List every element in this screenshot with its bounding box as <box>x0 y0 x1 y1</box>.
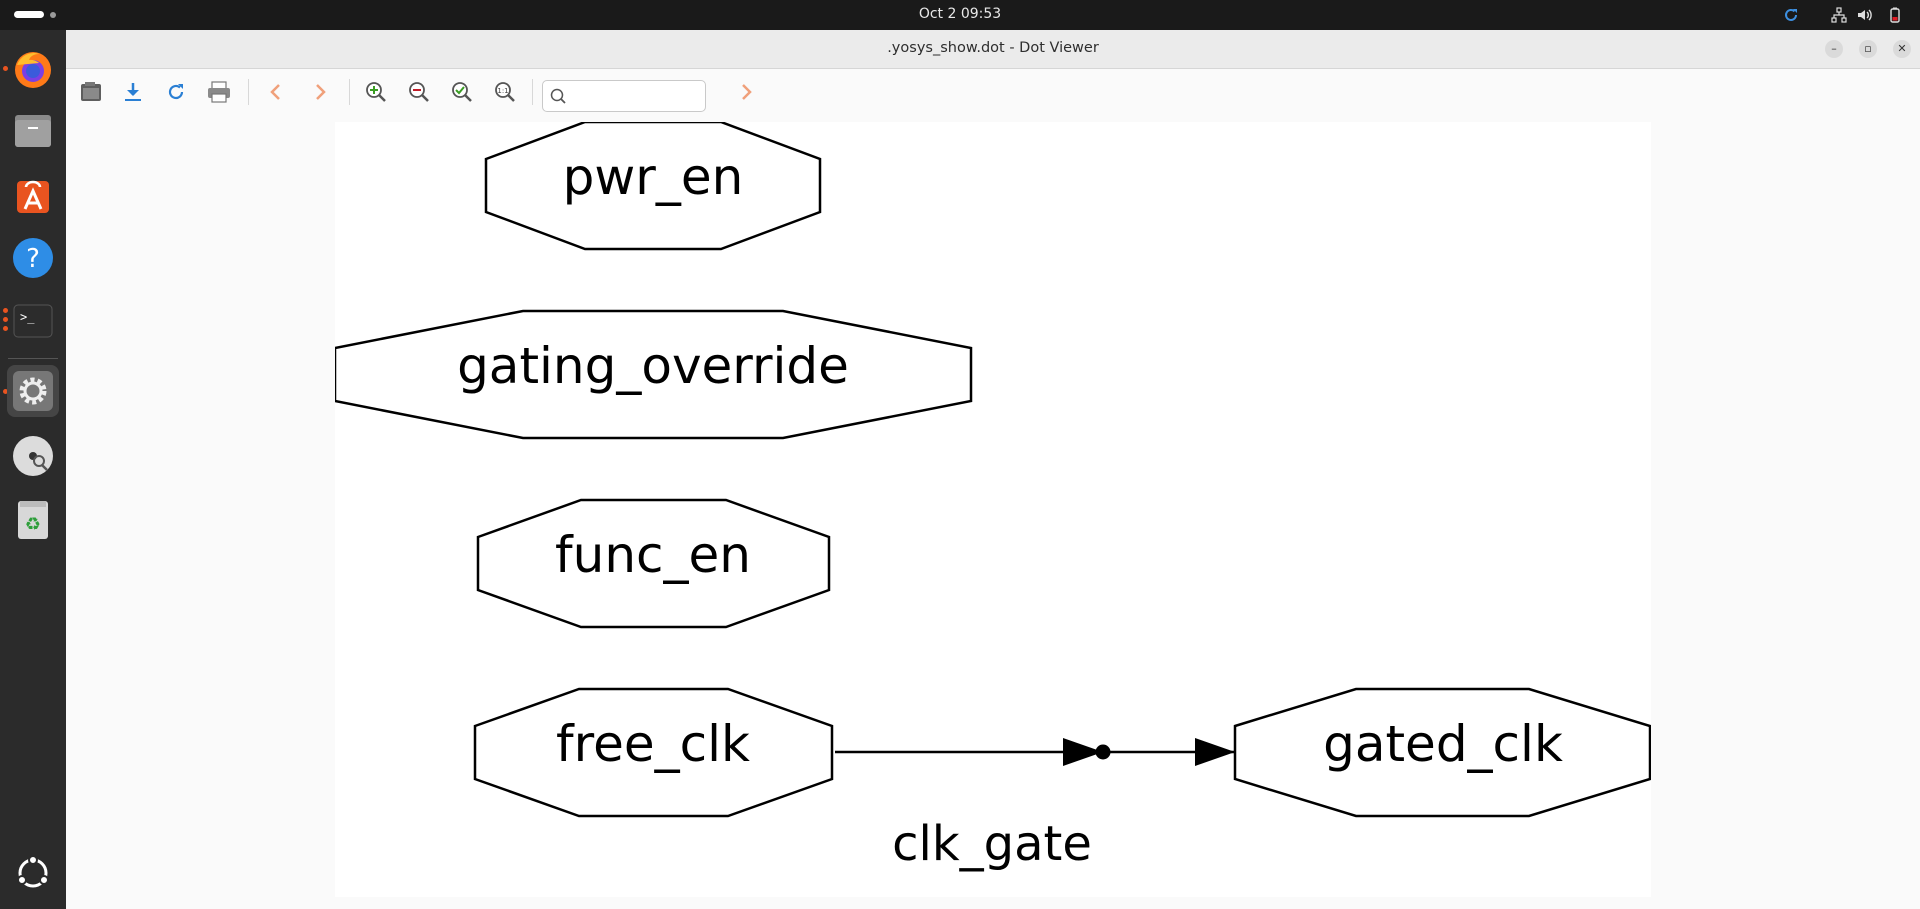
reload-icon <box>168 84 184 100</box>
node-label: gating_override <box>457 337 849 395</box>
close-button[interactable]: ✕ <box>1893 40 1911 58</box>
top-bar: Oct 2 09:53 <box>0 0 1920 30</box>
open-file-icon <box>81 82 101 101</box>
chevron-right-icon <box>316 84 326 100</box>
node-label: free_clk <box>556 715 750 773</box>
maximize-button[interactable]: ▫ <box>1859 40 1877 58</box>
app-center-icon[interactable] <box>10 172 56 218</box>
toolbar: 1:1 <box>66 69 1920 113</box>
save-button[interactable] <box>120 79 146 105</box>
files-icon[interactable] <box>10 108 56 154</box>
toolbar-separator <box>349 79 350 105</box>
print-button[interactable] <box>206 79 232 105</box>
node-label: pwr_en <box>563 148 744 206</box>
running-indicator <box>3 326 8 331</box>
find-field[interactable] <box>542 80 706 112</box>
zoom-fit-icon <box>452 82 472 102</box>
zoom-fit-button[interactable] <box>449 79 475 105</box>
disc-icon[interactable] <box>10 433 56 479</box>
chevron-left-icon <box>270 84 280 100</box>
running-indicator <box>3 308 8 313</box>
minimize-button[interactable]: – <box>1825 40 1843 58</box>
node-free_clk[interactable]: free_clk <box>473 687 834 818</box>
dock: ? >_ ♻ <box>0 30 66 909</box>
refresh-icon[interactable] <box>1782 6 1800 24</box>
search-icon <box>550 88 566 104</box>
zoom-in-button[interactable] <box>363 79 389 105</box>
forward-button[interactable] <box>307 79 333 105</box>
search-input[interactable] <box>569 85 703 109</box>
download-icon <box>125 83 141 101</box>
chevron-right-icon <box>742 84 752 100</box>
node-label: func_en <box>555 526 751 584</box>
clock[interactable]: Oct 2 09:53 <box>918 6 1002 22</box>
toolbar-separator <box>532 79 533 105</box>
node-func_en[interactable]: func_en <box>476 498 831 629</box>
svg-text:>_: >_ <box>20 310 35 324</box>
network-icon[interactable] <box>1830 6 1848 24</box>
back-button[interactable] <box>263 79 289 105</box>
trash-icon[interactable]: ♻ <box>10 496 56 542</box>
edge-label: clk_gate <box>892 816 1092 872</box>
running-indicator <box>3 317 8 322</box>
volume-icon[interactable] <box>1856 6 1874 24</box>
running-indicator <box>3 66 8 71</box>
workspace-indicator <box>50 12 56 18</box>
node-gating_override[interactable]: gating_override <box>333 309 973 440</box>
running-indicator <box>3 389 8 394</box>
dock-separator <box>8 358 58 359</box>
svg-text:♻: ♻ <box>25 514 41 535</box>
reload-button[interactable] <box>163 79 189 105</box>
title-bar[interactable]: .yosys_show.dot - Dot Viewer – ▫ ✕ <box>66 30 1920 69</box>
zoom-out-icon <box>409 82 429 102</box>
edge-free_clk-gated_clk[interactable]: clk_gate <box>835 738 1235 873</box>
dot-viewer-window: .yosys_show.dot - Dot Viewer – ▫ ✕ <box>66 30 1920 909</box>
printer-icon <box>208 81 230 103</box>
node-label: gated_clk <box>1323 715 1563 773</box>
settings-icon[interactable] <box>7 365 59 417</box>
firefox-icon[interactable] <box>10 46 56 92</box>
svg-text:?: ? <box>26 244 40 274</box>
battery-icon[interactable] <box>1886 6 1904 24</box>
graph-svg[interactable]: pwr_en gating_override func_en free_clk … <box>333 120 1652 897</box>
help-icon[interactable]: ? <box>10 235 56 281</box>
edge-junction-dot <box>1095 744 1111 760</box>
toolbar-separator <box>248 79 249 105</box>
zoom-100-button[interactable]: 1:1 <box>492 79 518 105</box>
node-pwr_en[interactable]: pwr_en <box>484 120 822 251</box>
zoom-100-icon: 1:1 <box>495 82 515 102</box>
find-next-button[interactable] <box>733 79 759 105</box>
open-file-button[interactable] <box>78 79 104 105</box>
activities-button[interactable] <box>14 11 44 18</box>
zoom-out-button[interactable] <box>406 79 432 105</box>
graph-canvas[interactable]: pwr_en gating_override func_en free_clk … <box>333 120 1652 897</box>
node-gated_clk[interactable]: gated_clk <box>1233 687 1652 818</box>
zoom-in-icon <box>366 82 386 102</box>
show-apps-icon[interactable] <box>10 850 56 896</box>
terminal-icon[interactable]: >_ <box>10 298 56 344</box>
window-title: .yosys_show.dot - Dot Viewer <box>887 40 1099 56</box>
svg-text:1:1: 1:1 <box>497 87 508 95</box>
